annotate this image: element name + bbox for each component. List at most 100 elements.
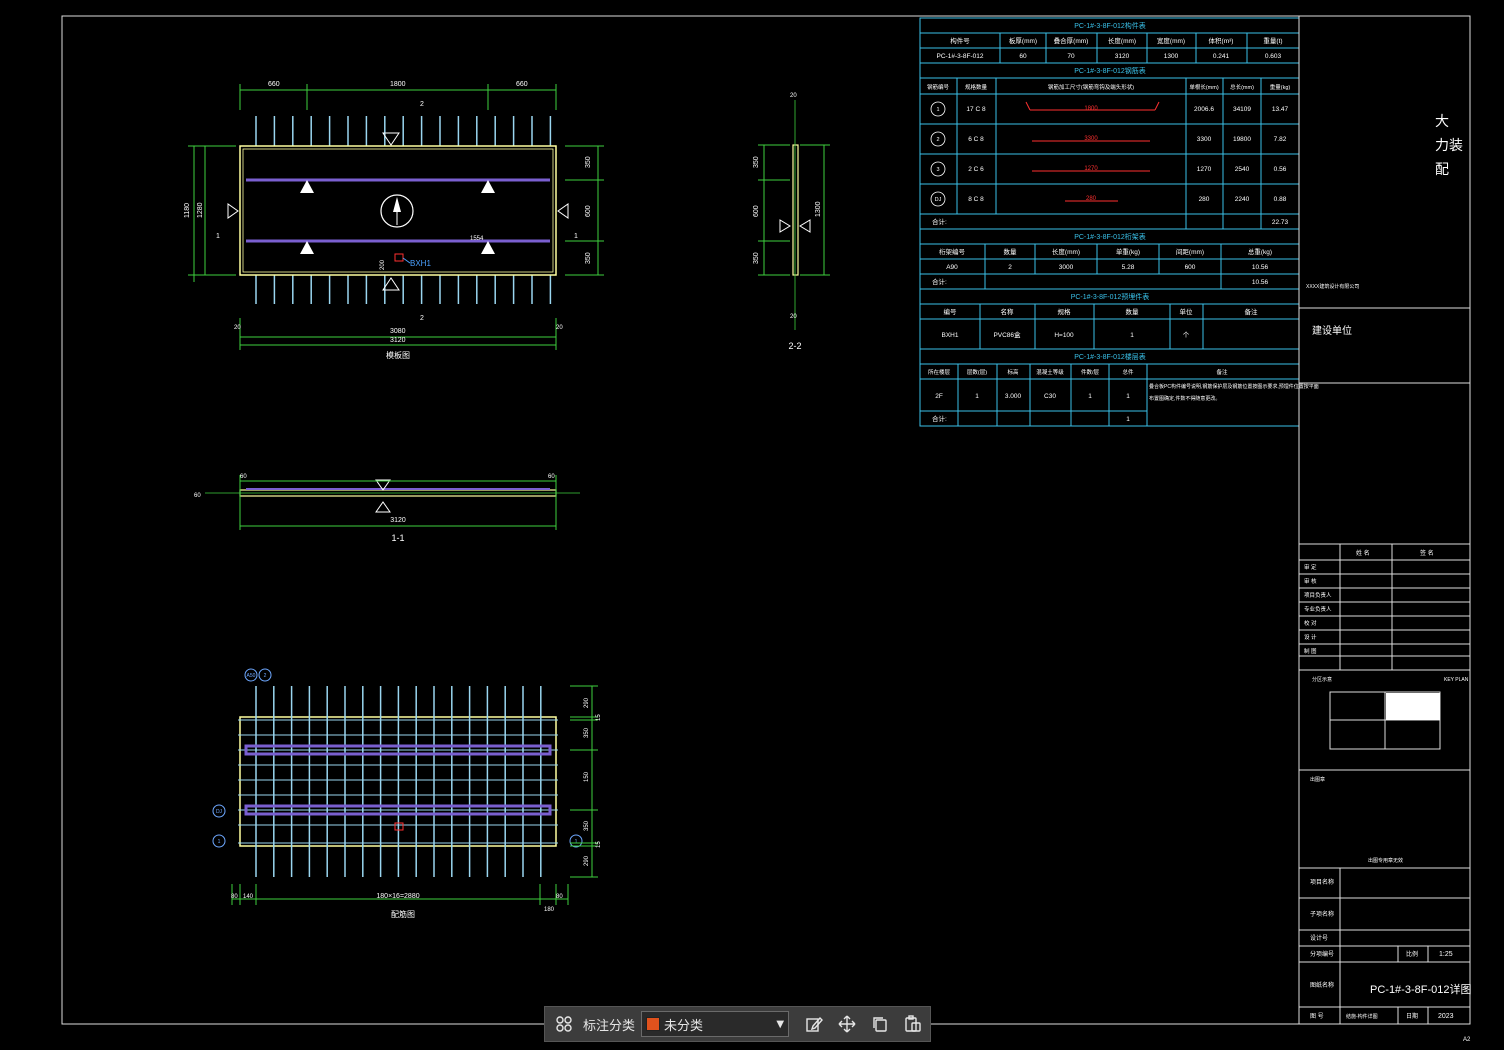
dim-text: 1300 xyxy=(815,201,822,217)
sig-row-label: 审 定 xyxy=(1304,563,1317,571)
table-cell: 长度(mm) xyxy=(1052,247,1080,256)
table-cell: 60 xyxy=(1019,53,1027,60)
category-color-swatch xyxy=(646,1017,661,1031)
table-cell: 重量(kg) xyxy=(1270,83,1291,91)
rebar-marker-icon xyxy=(212,804,226,818)
table-cell: C30 xyxy=(1044,393,1056,400)
project-name-label: 项目名称 xyxy=(1310,878,1334,886)
dim-text: 15 xyxy=(596,841,602,848)
section-marker-icon xyxy=(227,203,239,219)
move-icon[interactable] xyxy=(834,1011,860,1037)
table-cell: 1800 xyxy=(1084,106,1098,112)
table-cell: 宽度(mm) xyxy=(1157,36,1185,45)
date-value: 2023 xyxy=(1438,1013,1454,1020)
section-title: 1-1 xyxy=(391,533,404,543)
scale-label: 比例 xyxy=(1406,950,1418,958)
stamp-text: 配 xyxy=(1435,161,1449,177)
table-cell: PVC86盒 xyxy=(993,330,1021,339)
table-cell: A90 xyxy=(946,264,958,271)
rebar-marker-icon xyxy=(569,834,583,848)
dim-text: 80 xyxy=(556,894,563,900)
table-cell: 0.88 xyxy=(1274,196,1287,203)
rebar-title: 配筋图 xyxy=(391,909,415,919)
rebar-marker-icon xyxy=(258,668,272,682)
table-cell: 70 xyxy=(1067,53,1075,60)
table-cell: BXH1 xyxy=(942,332,959,339)
table-cell: 8 C 8 xyxy=(968,196,984,203)
title-block: 大 力装 配 XXXX建筑设计有限公司 建设单位 姓 名 签 名 审 定审 核项… xyxy=(1298,16,1471,1043)
rebar-marker-label: DJ xyxy=(216,809,223,815)
table-cell: 13.47 xyxy=(1272,106,1289,113)
lifting-point-icon xyxy=(300,180,314,193)
plan-panel-inner xyxy=(242,148,554,273)
table-cell: 重量(t) xyxy=(1263,37,1282,45)
table-cell: 1270 xyxy=(1197,166,1212,173)
table-cell: 2006.6 xyxy=(1194,106,1214,113)
copy-icon[interactable] xyxy=(867,1011,893,1037)
dim-text: 20 xyxy=(556,325,563,331)
dim-text: 60 xyxy=(548,474,555,480)
table-cell: 2F xyxy=(935,393,943,400)
scale-value: 1:25 xyxy=(1439,951,1453,958)
category-select[interactable]: 未分类 ▼ xyxy=(641,1011,790,1037)
edit-icon[interactable] xyxy=(801,1011,827,1037)
table-cell: 2 C 6 xyxy=(968,166,984,173)
grid-icon[interactable] xyxy=(551,1011,577,1037)
plan-view: BXH1 1554 200 2 2 1 1 660 1800 660 3080 … xyxy=(184,81,604,360)
paste-icon[interactable] xyxy=(900,1011,926,1037)
table-title: PC-1#-3-8F-012楼层表 xyxy=(1074,352,1146,361)
category-select-value: 未分类 xyxy=(664,1018,704,1034)
cut-label: 2 xyxy=(420,315,424,322)
table-cell: 3000 xyxy=(1059,264,1074,271)
table-cell: 3 xyxy=(936,167,939,173)
embed-label: BXH1 xyxy=(410,259,431,268)
table-cell: 5.28 xyxy=(1122,264,1135,271)
dim-text: 660 xyxy=(268,81,280,88)
dim-text: 290 xyxy=(584,855,590,866)
dim-text: 1800 xyxy=(390,81,406,88)
table-cell: 总件 xyxy=(1122,368,1134,376)
dim-text: 180 xyxy=(544,907,555,913)
build-unit-label: 建设单位 xyxy=(1312,324,1352,337)
table-cell: PC-1#-3-8F-012 xyxy=(937,53,984,60)
sig-row-label: 设 计 xyxy=(1304,633,1317,641)
table-cell: 层数(层) xyxy=(967,368,987,376)
section-marker-icon xyxy=(375,479,391,491)
lifting-point-icon xyxy=(481,180,495,193)
dim-text: 20 xyxy=(234,325,241,331)
company-note: XXXX建筑设计有限公司 xyxy=(1306,283,1359,290)
dim-text: 1180 xyxy=(184,203,191,218)
section-marker-icon xyxy=(779,219,791,233)
section-title: 2-2 xyxy=(788,341,801,351)
table-title: PC-1#-3-8F-012预埋件表 xyxy=(1071,292,1150,301)
dim-text: 3120 xyxy=(390,337,406,344)
table-cell: 600 xyxy=(1185,264,1196,271)
table-cell: 桁架编号 xyxy=(939,247,966,256)
rebar-marker-icon xyxy=(212,834,226,848)
table-cell: 所在楼层 xyxy=(928,368,951,376)
junction-box-icon xyxy=(394,822,404,831)
table-cell: 钢筋加工尺寸(钢筋弯钩及端头形状) xyxy=(1048,83,1134,91)
table-cell: 叠合厚(mm) xyxy=(1054,36,1089,45)
dim-text: 350 xyxy=(753,252,760,264)
table-cell: 备注 xyxy=(1245,307,1259,316)
table-cell: 长度(mm) xyxy=(1108,36,1136,45)
dim-text: 140 xyxy=(243,894,254,900)
sig-header: 签 名 xyxy=(1420,549,1434,557)
design-no-label: 设计号 xyxy=(1310,934,1328,942)
stamp-text: 力装 xyxy=(1435,137,1463,153)
table-title: PC-1#-3-8F-012桁架表 xyxy=(1074,232,1146,241)
table-title: PC-1#-3-8F-012钢筋表 xyxy=(1074,66,1146,75)
section-panel xyxy=(792,144,799,276)
table-cell: 规格数量 xyxy=(965,83,988,91)
arrow-up-icon xyxy=(393,197,401,212)
table-cell: 数量 xyxy=(1004,247,1018,256)
drawing-name: PC-1#-3-8F-012详图 xyxy=(1370,982,1471,996)
section-marker-icon xyxy=(375,501,391,513)
table-cell: 280 xyxy=(1086,196,1097,202)
dim-lines xyxy=(188,84,604,350)
table-cell: 1 xyxy=(1130,332,1134,339)
rebar-marker-label: A50 xyxy=(247,673,256,679)
table-cell: 34109 xyxy=(1233,106,1251,113)
